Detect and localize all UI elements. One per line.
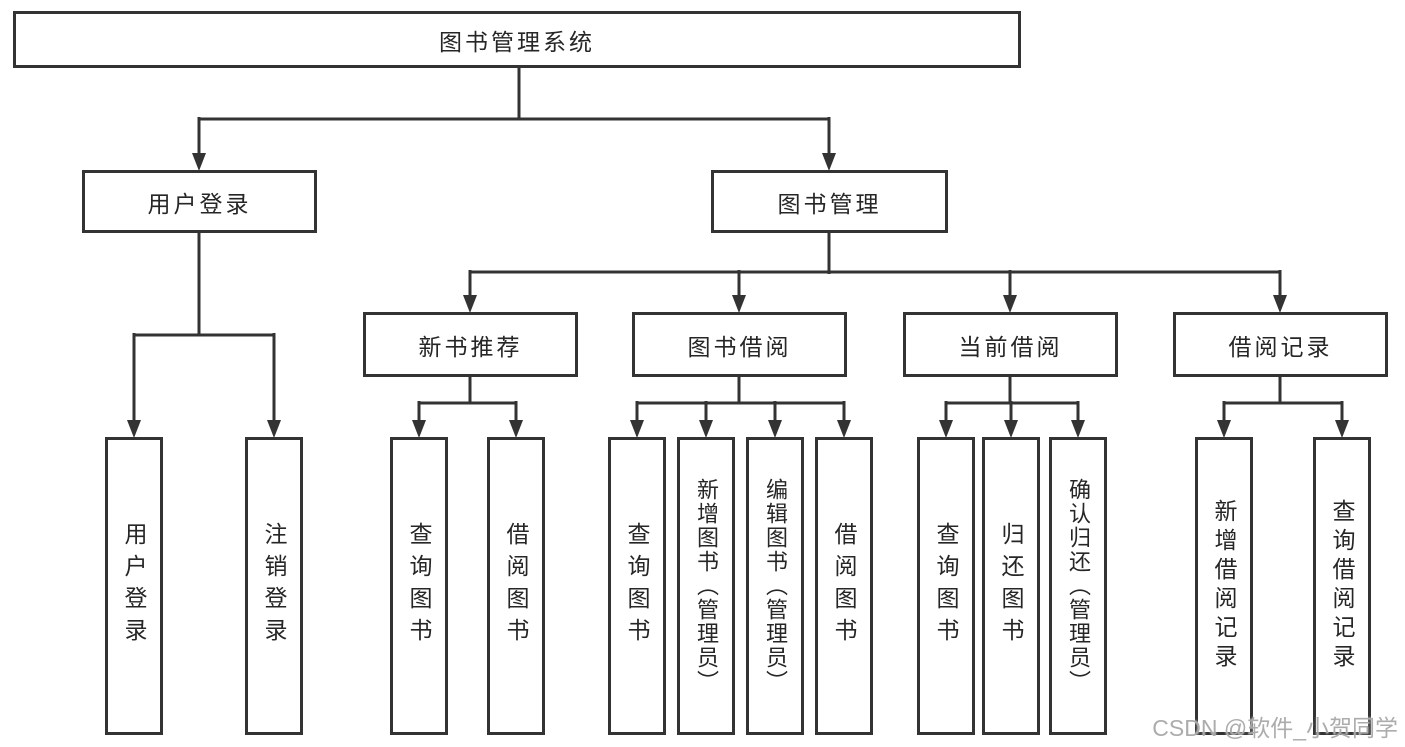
node-label: 查询借阅记录 (1329, 499, 1355, 673)
leaf-bb-borrow-books: 借阅图书 (815, 437, 873, 735)
arrow-down-icon (939, 420, 953, 438)
node-borrow-records: 借阅记录 (1173, 312, 1388, 377)
arrow-down-icon (267, 420, 281, 438)
node-label: 查询图书 (624, 522, 650, 650)
node-label: 新增借阅记录 (1211, 499, 1237, 673)
node-label: 新增图书（管理员） (694, 478, 719, 694)
node-book-management: 图书管理 (711, 170, 948, 233)
arrow-down-icon (463, 295, 477, 313)
arrow-down-icon (837, 420, 851, 438)
leaf-cb-return-books: 归还图书 (982, 437, 1040, 735)
node-label: 用户登录 (147, 190, 252, 217)
arrow-down-icon (1071, 420, 1085, 438)
leaf-bb-add-books-admin: 新增图书（管理员） (677, 437, 735, 735)
leaf-cb-confirm-return-admin: 确认归还（管理员） (1049, 437, 1107, 735)
arrow-down-icon (1335, 420, 1349, 438)
node-label: 当前借阅 (958, 333, 1063, 360)
leaf-nbr-query-books: 查询图书 (390, 437, 448, 735)
node-current-borrow: 当前借阅 (903, 312, 1118, 377)
node-label: 图书管理系统 (439, 28, 595, 55)
node-label: 借阅图书 (503, 522, 529, 650)
arrow-down-icon (1003, 295, 1017, 313)
node-label: 用户登录 (121, 522, 147, 650)
arrow-down-icon (1273, 295, 1287, 313)
arrow-down-icon (127, 420, 141, 438)
leaf-logout-login: 注销登录 (245, 437, 303, 735)
node-label: 注销登录 (261, 522, 287, 650)
leaf-bb-edit-books-admin: 编辑图书（管理员） (746, 437, 804, 735)
node-user-login: 用户登录 (82, 170, 317, 233)
arrow-down-icon (630, 420, 644, 438)
leaf-bb-query-books: 查询图书 (608, 437, 666, 735)
leaf-nbr-borrow-books: 借阅图书 (487, 437, 545, 735)
arrow-down-icon (1004, 420, 1018, 438)
node-book-borrow: 图书借阅 (632, 312, 847, 377)
arrow-down-icon (509, 420, 523, 438)
node-label: 借阅记录 (1228, 333, 1333, 360)
node-label: 归还图书 (998, 522, 1024, 650)
node-new-book-recommend: 新书推荐 (363, 312, 578, 377)
node-label: 确认归还（管理员） (1066, 478, 1091, 694)
leaf-br-query-record: 查询借阅记录 (1313, 437, 1371, 735)
csdn-watermark: CSDN @软件_小贺同学 (1152, 715, 1398, 741)
arrow-down-icon (192, 153, 206, 171)
node-label: 借阅图书 (831, 522, 857, 650)
node-label: 查询图书 (933, 522, 959, 650)
node-label: 图书借阅 (687, 333, 792, 360)
node-library-management-system: 图书管理系统 (13, 11, 1021, 68)
arrow-down-icon (732, 295, 746, 313)
arrow-down-icon (1217, 420, 1231, 438)
arrow-down-icon (412, 420, 426, 438)
node-label: 编辑图书（管理员） (763, 478, 788, 694)
arrow-down-icon (768, 420, 782, 438)
leaf-br-add-record: 新增借阅记录 (1195, 437, 1253, 735)
node-label: 新书推荐 (418, 333, 523, 360)
node-label: 图书管理 (777, 190, 882, 217)
leaf-user-login: 用户登录 (105, 437, 163, 735)
leaf-cb-query-books: 查询图书 (917, 437, 975, 735)
node-label: 查询图书 (406, 522, 432, 650)
arrow-down-icon (699, 420, 713, 438)
arrow-down-icon (822, 153, 836, 171)
